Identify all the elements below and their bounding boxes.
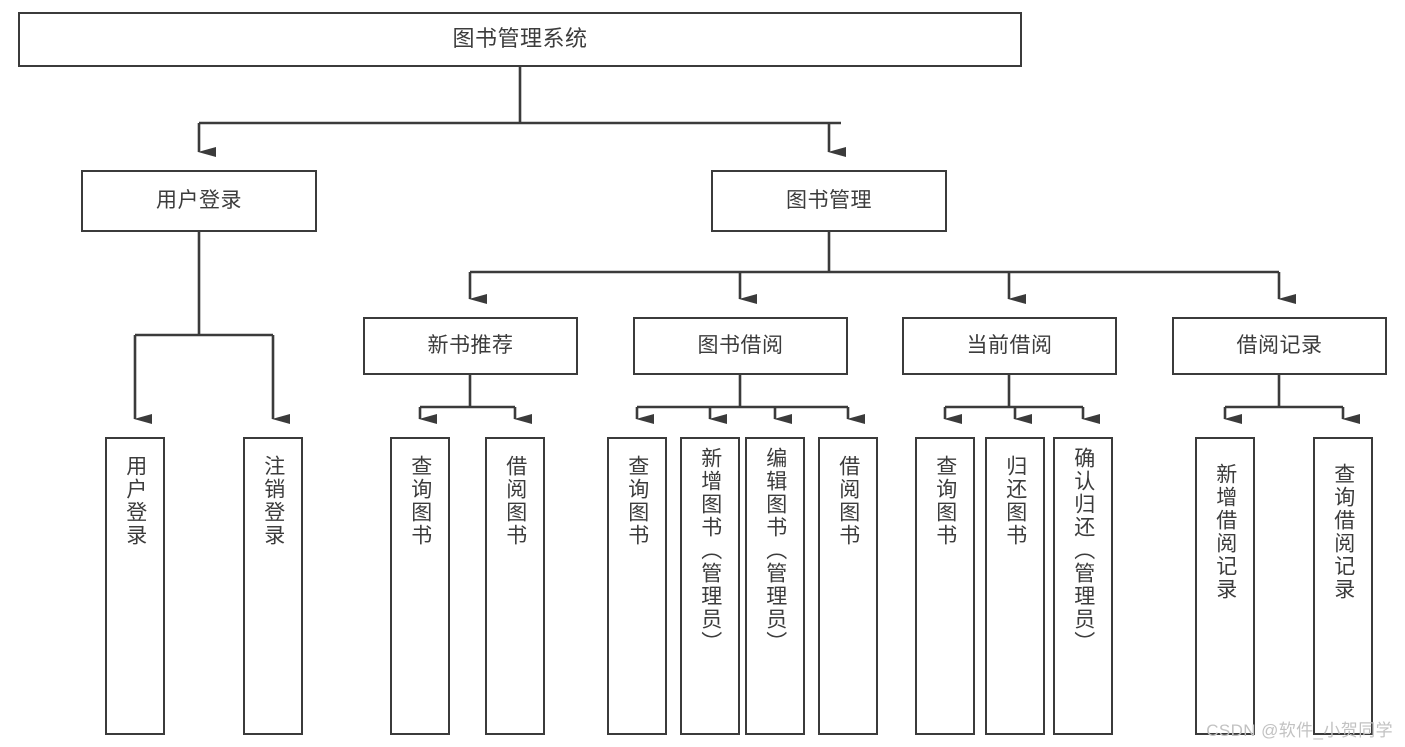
node-leaf-edit-book[interactable]: 编辑图书（管理员） xyxy=(745,437,805,735)
node-leaf-add-record-label: 新增借阅记录 xyxy=(1213,463,1237,601)
node-book-manage-label: 图书管理 xyxy=(786,189,872,213)
node-user-login-label: 用户登录 xyxy=(156,189,242,213)
node-leaf-query-book-1[interactable]: 查询图书 xyxy=(390,437,450,735)
node-leaf-query-record[interactable]: 查询借阅记录 xyxy=(1313,437,1373,735)
node-new-book-rec[interactable]: 新书推荐 xyxy=(363,317,578,375)
node-leaf-confirm-return[interactable]: 确认归还（管理员） xyxy=(1053,437,1113,735)
node-leaf-return-book[interactable]: 归还图书 xyxy=(985,437,1045,735)
node-book-borrow-label: 图书借阅 xyxy=(697,334,784,358)
node-book-borrow[interactable]: 图书借阅 xyxy=(633,317,848,375)
node-leaf-logout[interactable]: 注销登录 xyxy=(243,437,303,735)
node-leaf-borrow-book-2-label: 借阅图书 xyxy=(836,455,860,547)
watermark: CSDN @软件_小贺同学 xyxy=(1206,721,1393,740)
node-book-manage[interactable]: 图书管理 xyxy=(711,170,947,232)
node-leaf-user-login-label: 用户登录 xyxy=(123,455,147,547)
node-leaf-query-book-2-label: 查询图书 xyxy=(625,455,649,547)
node-leaf-borrow-book-2[interactable]: 借阅图书 xyxy=(818,437,878,735)
node-leaf-user-login[interactable]: 用户登录 xyxy=(105,437,165,735)
node-borrow-record[interactable]: 借阅记录 xyxy=(1172,317,1387,375)
node-current-borrow-label: 当前借阅 xyxy=(966,334,1053,358)
node-current-borrow[interactable]: 当前借阅 xyxy=(902,317,1117,375)
node-leaf-return-book-label: 归还图书 xyxy=(1003,455,1027,547)
node-leaf-borrow-book-1[interactable]: 借阅图书 xyxy=(485,437,545,735)
node-leaf-query-book-2[interactable]: 查询图书 xyxy=(607,437,667,735)
node-leaf-add-book-label: 新增图书（管理员） xyxy=(698,447,722,654)
node-borrow-record-label: 借阅记录 xyxy=(1236,334,1323,358)
node-leaf-add-record[interactable]: 新增借阅记录 xyxy=(1195,437,1255,735)
node-leaf-add-book[interactable]: 新增图书（管理员） xyxy=(680,437,740,735)
node-leaf-borrow-book-1-label: 借阅图书 xyxy=(503,455,527,547)
node-leaf-query-record-label: 查询借阅记录 xyxy=(1331,463,1355,601)
node-leaf-query-book-3[interactable]: 查询图书 xyxy=(915,437,975,735)
node-leaf-logout-label: 注销登录 xyxy=(261,455,285,547)
node-leaf-edit-book-label: 编辑图书（管理员） xyxy=(763,447,787,654)
node-user-login[interactable]: 用户登录 xyxy=(81,170,317,232)
node-leaf-confirm-return-label: 确认归还（管理员） xyxy=(1071,447,1095,654)
node-leaf-query-book-3-label: 查询图书 xyxy=(933,455,957,547)
node-root-label: 图书管理系统 xyxy=(452,26,588,52)
node-new-book-rec-label: 新书推荐 xyxy=(427,334,514,358)
node-leaf-query-book-1-label: 查询图书 xyxy=(408,455,432,547)
node-root[interactable]: 图书管理系统 xyxy=(18,12,1022,67)
